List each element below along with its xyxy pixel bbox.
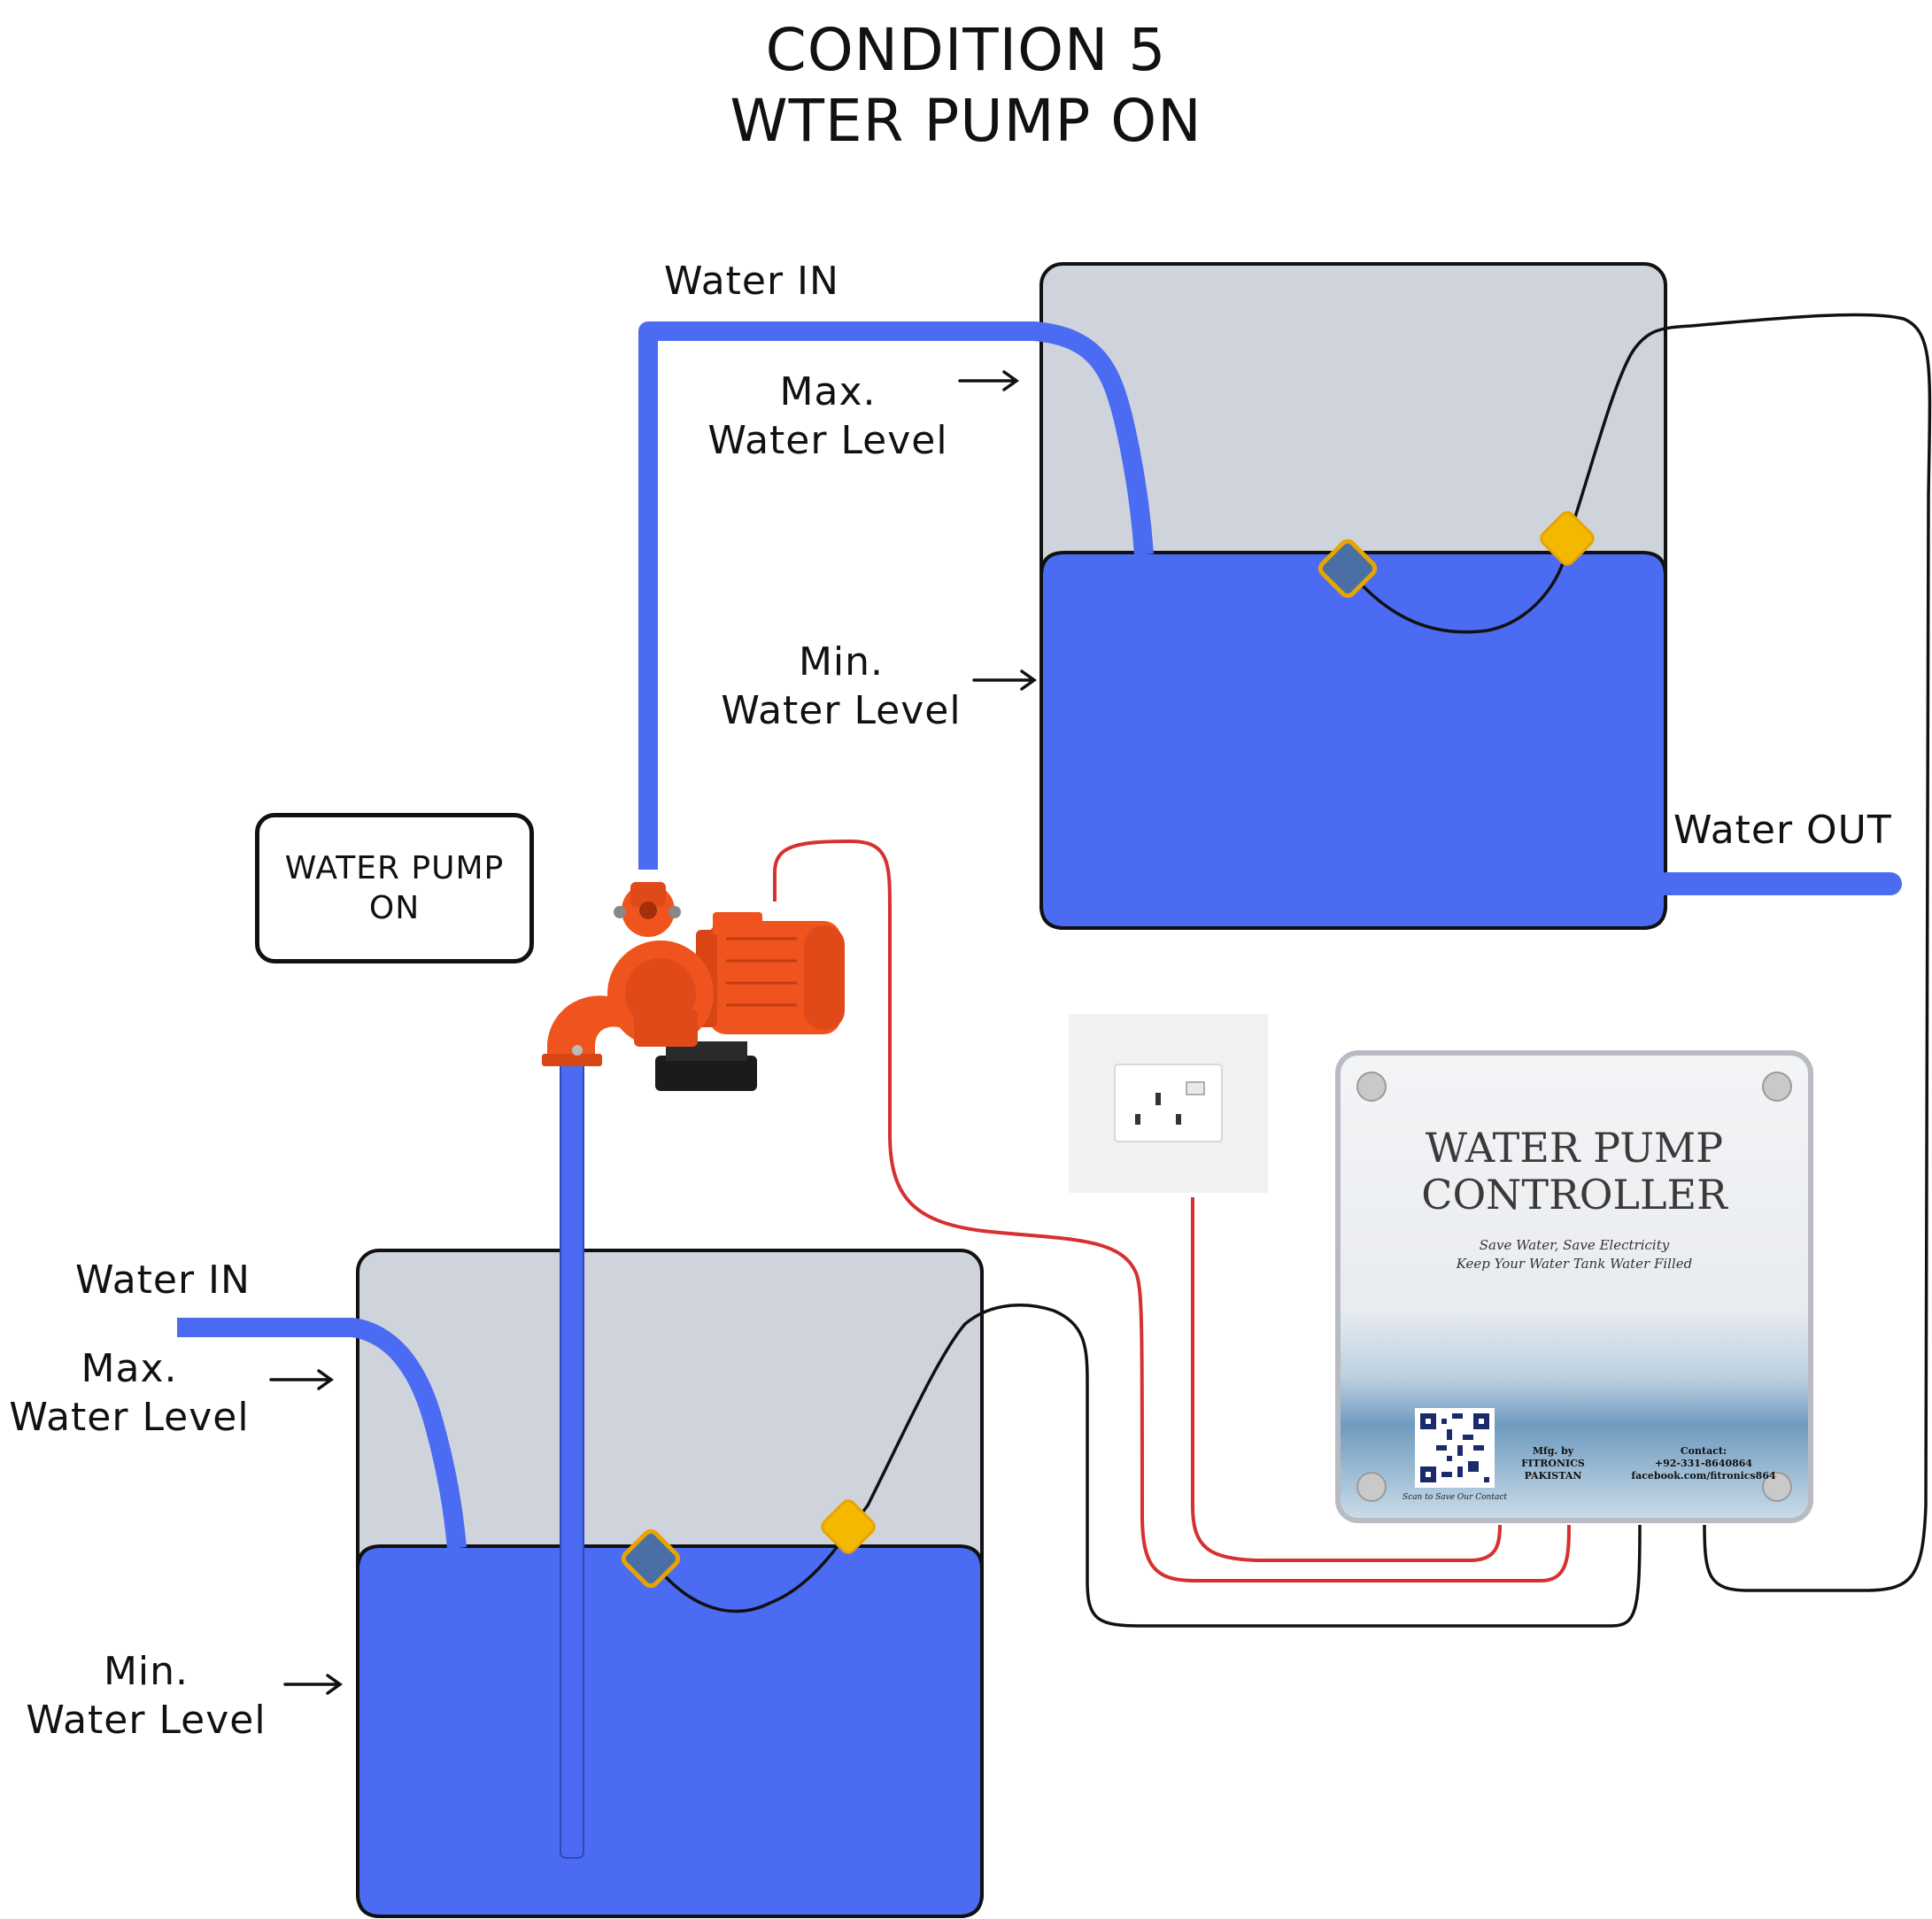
upper-max-label-line-1: Max. [779,369,877,414]
lower-max-float-sensor [821,1499,876,1554]
upper-min-label-line-1: Min. [798,639,885,685]
lower-min-level-label: Min. Water Level [18,1647,274,1745]
upper-min-arrow [972,669,1038,691]
upper-max-label-line-2: Water Level [707,418,948,463]
screw-icon [1762,1072,1792,1102]
qr-code [1415,1408,1495,1488]
lower-min-arrow [283,1674,344,1695]
controller-title: WATER PUMP CONTROLLER [1341,1125,1808,1219]
lower-tank-water [356,1544,984,1918]
controller-tagline-line-2: Keep Your Water Tank Water Filled [1456,1256,1693,1272]
contact-line-1: Contact: [1680,1445,1727,1457]
pump-status-box: WATER PUMP ON [255,813,534,963]
lower-max-label-line-2: Water Level [9,1395,250,1440]
upper-min-level-label: Min. Water Level [708,638,974,735]
lower-sensor-wire [650,1304,1642,1628]
lower-max-label-line-1: Max. [81,1346,178,1391]
pump-status-line-1: WATER PUMP [284,850,505,886]
pump-controller: WATER PUMP CONTROLLER Save Water, Save E… [1335,1050,1813,1523]
lower-min-label-line-2: Water Level [26,1698,267,1743]
level-arrows [269,370,1038,1695]
water-pump [542,882,845,1091]
upper-min-float-sensor [1318,538,1378,599]
pump-power-wire [773,839,1571,1582]
socket-power-wire [1191,1197,1502,1562]
manufacturer: Mfg. by FITRONICS PAKISTAN [1500,1445,1606,1482]
title-line-1: CONDITION 5 [765,16,1167,84]
lower-min-label-line-1: Min. [103,1649,189,1694]
upper-tank-water [1039,551,1667,930]
controller-title-line-1: WATER PUMP [1425,1124,1724,1172]
contact-line-2: +92-331-8640864 [1654,1457,1753,1469]
manufacturer-line-1: Mfg. by [1532,1445,1574,1457]
contact-info: Contact: +92-331-8640864 facebook.com/fi… [1624,1445,1783,1482]
upper-max-level-label: Max. Water Level [695,368,961,465]
controller-tagline: Save Water, Save Electricity Keep Your W… [1341,1236,1808,1273]
upper-inlet-pipe [638,321,1154,870]
lower-min-float-sensor [621,1528,681,1589]
contact-line-3: facebook.com/fitronics864 [1631,1469,1776,1482]
pump-status-line-2: ON [368,890,421,926]
wall-socket [1069,1014,1268,1193]
manufacturer-line-3: PAKISTAN [1524,1469,1582,1482]
manufacturer-line-2: FITRONICS [1521,1457,1585,1469]
upper-max-arrow [958,370,1020,391]
water-out-label: Water OUT [1673,808,1892,853]
title-line-2: WTER PUMP ON [730,87,1202,155]
lower-max-level-label: Max. Water Level [5,1344,253,1442]
scan-note: Scan to Save Our Contact [1402,1493,1507,1502]
suction-pipe [560,1058,584,1859]
upper-sensor-wire [1348,313,1932,1592]
upper-min-label-line-2: Water Level [721,688,962,733]
qr-code-icon [1420,1413,1489,1482]
controller-title-line-2: CONTROLLER [1421,1170,1727,1219]
upper-max-float-sensor [1540,511,1595,566]
lower-tank [356,1249,984,1918]
upper-tank [1039,262,1667,930]
lower-water-in-label: Water IN [75,1257,251,1303]
screw-icon [1356,1072,1387,1102]
lower-max-arrow [269,1369,335,1390]
screw-icon [1762,1472,1792,1502]
upper-water-in-label: Water IN [664,259,839,304]
controller-tagline-line-1: Save Water, Save Electricity [1479,1237,1670,1253]
lower-inlet-pipe [177,1318,467,1550]
screw-icon [1356,1472,1387,1502]
